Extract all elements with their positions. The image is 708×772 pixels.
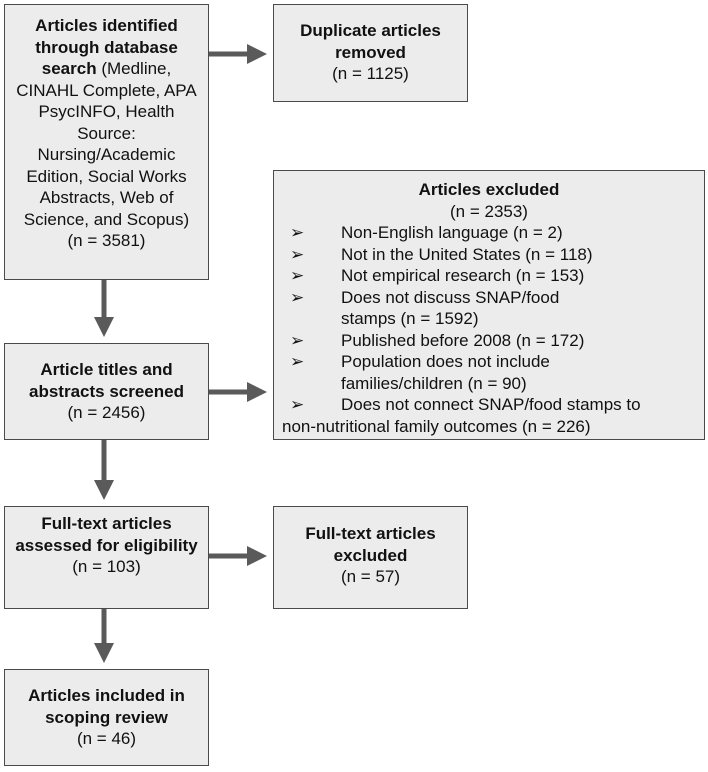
- identified-title: Articles identified through database sea…: [35, 16, 178, 78]
- assessed-box: Full-text articles assessed for eligibil…: [4, 506, 209, 609]
- exclusion-reasons-list: ➢ Non-English language (n = 2) ➢ Not in …: [282, 222, 696, 437]
- exclusion-reason: ➢ Not empirical research (n = 153): [282, 265, 696, 287]
- duplicates-count: (n = 1125): [332, 64, 409, 83]
- exclusion-reason: ➢ Population does not include families/c…: [282, 351, 696, 394]
- screened-title: Article titles and abstracts screened: [29, 360, 184, 401]
- duplicates-box: Duplicate articles removed (n = 1125): [273, 4, 468, 102]
- included-title: Articles included in scoping review: [28, 686, 185, 727]
- excluded-title: Articles excluded: [418, 180, 560, 199]
- exclusion-reason-text: Non-English language (n = 2): [341, 223, 563, 242]
- exclusion-reason-text: Does not connect SNAP/food stamps to: [341, 395, 641, 414]
- identified-count: (n = 3581): [67, 231, 146, 250]
- fulltext-excluded-count: (n = 57): [340, 567, 401, 586]
- fulltext-excluded-title: Full-text articles excluded: [305, 524, 436, 565]
- exclusion-reason-text-continued: families/children (n = 90): [341, 373, 527, 393]
- exclusion-reason: ➢ Not in the United States (n = 118): [282, 244, 696, 266]
- excluded-box: Articles excluded (n = 2353) ➢ Non-Engli…: [273, 170, 705, 440]
- exclusion-reason-text: Published before 2008 (n = 172): [341, 330, 585, 350]
- exclusion-reason: ➢ Non-English language (n = 2): [282, 222, 696, 244]
- exclusion-reason-text-continued: stamps (n = 1592): [341, 309, 479, 328]
- exclusion-reason-text: Does not discuss SNAP/food: [341, 287, 560, 307]
- arrow-bullet-icon: ➢: [290, 395, 305, 414]
- exclusion-reason-text: Not in the United States (n = 118): [341, 244, 593, 264]
- fulltext-excluded-box: Full-text articles excluded (n = 57): [273, 506, 468, 609]
- identified-detail: (Medline, CINAHL Complete, APA PsycINFO,…: [16, 59, 197, 229]
- included-box: Articles included in scoping review (n =…: [4, 669, 209, 766]
- arrow-bullet-icon: ➢: [290, 223, 305, 242]
- exclusion-reason: ➢ Published before 2008 (n = 172): [282, 330, 696, 352]
- exclusion-reason-text-continued: non-nutritional family outcomes (n = 226…: [282, 416, 591, 436]
- arrow-bullet-icon: ➢: [290, 287, 305, 307]
- arrow-bullet-icon: ➢: [290, 330, 305, 350]
- duplicates-title: Duplicate articles removed: [300, 21, 441, 62]
- exclusion-reason: ➢ Does not discuss SNAP/food stamps (n =…: [282, 287, 696, 330]
- screened-count: (n = 2456): [67, 403, 146, 422]
- exclusion-reason: ➢ Does not connect SNAP/food stamps to n…: [282, 394, 696, 437]
- exclusion-reason-text: Population does not include: [341, 352, 550, 371]
- excluded-count: (n = 2353): [450, 201, 528, 221]
- assessed-count: (n = 103): [72, 557, 141, 576]
- screened-box: Article titles and abstracts screened (n…: [4, 343, 209, 440]
- arrow-bullet-icon: ➢: [290, 266, 305, 285]
- included-count: (n = 46): [76, 729, 137, 748]
- arrow-bullet-icon: ➢: [290, 244, 305, 264]
- arrow-bullet-icon: ➢: [290, 352, 305, 371]
- assessed-title: Full-text articles assessed for eligibil…: [15, 514, 198, 555]
- identified-box: Articles identified through database sea…: [4, 4, 209, 280]
- exclusion-reason-text: Not empirical research (n = 153): [341, 266, 585, 285]
